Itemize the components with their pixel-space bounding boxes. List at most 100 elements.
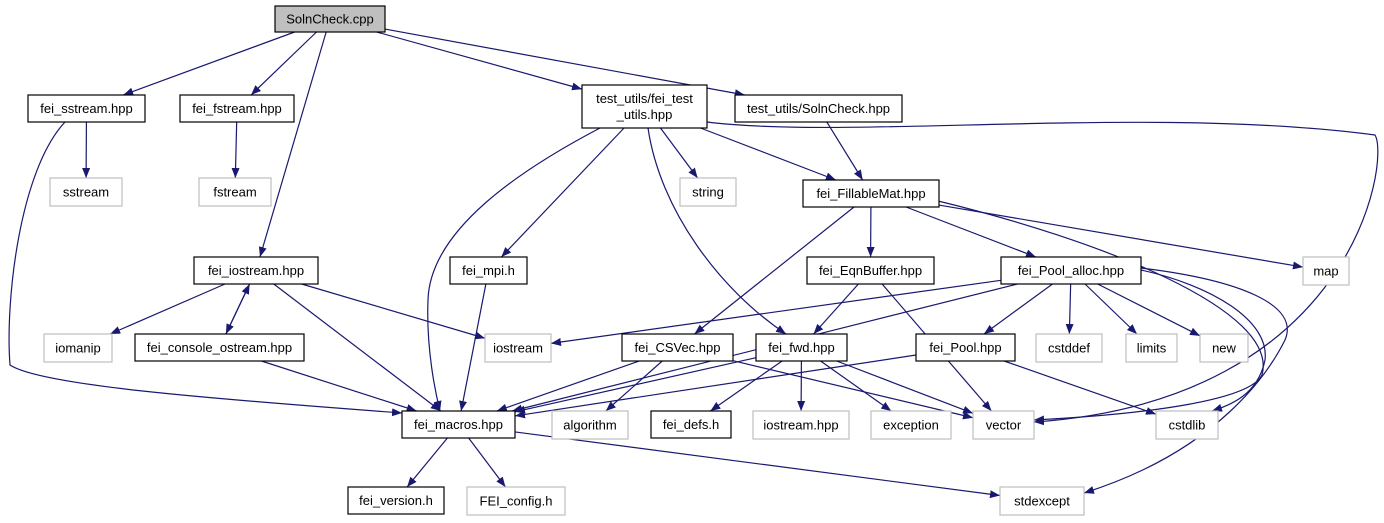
edge-pool_alloc-to-limits	[1084, 283, 1138, 335]
edge-fei_fstream-to-fstream	[231, 121, 240, 179]
node-label: stdexcept	[1014, 494, 1070, 509]
node-box	[551, 410, 629, 440]
edge-fillablemat-to-csvec	[694, 206, 855, 335]
node-box	[49, 177, 123, 207]
node-test_utils[interactable]: test_utils/fei_test_utils.hpp	[581, 84, 708, 129]
node-label: test_utils/fei_test	[596, 91, 693, 106]
node-fei_version[interactable]: fei_version.h	[347, 486, 445, 515]
node-label: new	[1212, 341, 1236, 356]
node-label: exception	[883, 418, 939, 433]
edge-csvec-to-vector	[732, 360, 974, 420]
node-label: FEI_config.h	[480, 494, 553, 509]
node-box	[679, 177, 737, 207]
node-box	[274, 5, 386, 33]
edge-fei_pool-to-fei_macros	[514, 354, 917, 419]
edge-solncheck_hpp-to-fillablemat	[826, 121, 864, 181]
node-sstream: sstream	[49, 177, 123, 207]
node-label: test_utils/SolnCheck.hpp	[747, 101, 890, 116]
edge-fei_fwd-to-fei_defs	[710, 360, 783, 412]
node-fei_config: FEI_config.h	[466, 486, 566, 516]
node-iomanip: iomanip	[43, 333, 113, 363]
edge-fei_macros-to-fei_version	[406, 437, 448, 488]
node-label: fstream	[213, 185, 256, 200]
node-label: fei_mpi.h	[462, 263, 515, 278]
node-pool_alloc[interactable]: fei_Pool_alloc.hpp	[1000, 256, 1142, 285]
node-fei_defs[interactable]: fei_defs.h	[650, 410, 732, 439]
node-limits: limits	[1125, 333, 1178, 363]
node-label: fei_EqnBuffer.hpp	[819, 263, 922, 278]
node-fstream: fstream	[198, 177, 272, 207]
node-csvec[interactable]: fei_CSVec.hpp	[621, 333, 734, 362]
edge-test_utils-to-vector	[706, 121, 1379, 426]
node-fei_fstream[interactable]: fei_fstream.hpp	[179, 94, 295, 123]
edge-test_utils-to-fillablemat	[700, 127, 837, 181]
node-fei_pool[interactable]: fei_Pool.hpp	[915, 333, 1016, 362]
edge-fillablemat-to-map	[938, 204, 1304, 270]
node-label: algorithm	[563, 418, 616, 433]
node-box	[466, 486, 566, 516]
node-fei_sstream[interactable]: fei_sstream.hpp	[27, 94, 146, 123]
node-box	[449, 256, 528, 285]
node-box	[179, 94, 295, 123]
node-label: vector	[986, 418, 1022, 433]
node-label: fei_Pool_alloc.hpp	[1018, 263, 1124, 278]
node-label: fei_fwd.hpp	[768, 340, 835, 355]
node-solncheck_cpp[interactable]: SolnCheck.cpp	[274, 5, 386, 33]
edge-test_utils-to-string	[659, 127, 699, 179]
node-label: _utils.hpp	[616, 107, 673, 122]
edge-fei_iostream-to-fei_macros	[273, 283, 442, 412]
node-solncheck_hpp[interactable]: test_utils/SolnCheck.hpp	[734, 94, 903, 123]
node-box	[755, 333, 848, 362]
edge-fei_macros-to-stdexcept	[514, 431, 1001, 499]
node-box	[1155, 410, 1219, 440]
edge-test_utils-to-fei_fwd	[647, 127, 787, 335]
node-fei_macros[interactable]: fei_macros.hpp	[401, 410, 516, 439]
node-fei_fwd[interactable]: fei_fwd.hpp	[755, 333, 848, 362]
edge-fei_macros-to-fei_config	[468, 437, 506, 488]
node-string: string	[679, 177, 737, 207]
node-fillablemat[interactable]: fei_FillableMat.hpp	[802, 179, 940, 208]
node-box	[999, 486, 1085, 516]
node-box	[915, 333, 1016, 362]
edge-pool_alloc-to-stdexcept	[1083, 267, 1288, 494]
node-label: map	[1313, 264, 1338, 279]
edges-layer	[8, 28, 1379, 499]
node-exception: exception	[870, 410, 952, 440]
edge-fei_pool-to-cstdlib	[1003, 360, 1157, 415]
node-box	[1125, 333, 1178, 363]
node-box	[1302, 256, 1350, 286]
edge-pool_alloc-to-iostream	[550, 279, 1002, 346]
node-label: iostream.hpp	[763, 418, 838, 433]
node-box	[752, 410, 850, 440]
node-cstddef: cstddef	[1035, 333, 1103, 363]
node-box	[1000, 256, 1142, 285]
node-console_ostream[interactable]: fei_console_ostream.hpp	[134, 333, 305, 362]
node-box	[198, 177, 272, 207]
node-label: fei_version.h	[359, 493, 433, 508]
node-box	[401, 410, 516, 439]
edge-solncheck_cpp-to-fei_fstream	[250, 31, 317, 96]
edge-solncheck_cpp-to-solncheck_hpp	[384, 28, 745, 98]
edge-fei_iostream-to-iomanip	[109, 283, 226, 335]
edge-console_ostream-to-fei_macros	[261, 360, 417, 412]
node-box	[734, 94, 903, 123]
node-eqnbuffer[interactable]: fei_EqnBuffer.hpp	[806, 256, 935, 285]
edge-fei_fwd-to-vector	[836, 360, 974, 414]
edge-fillablemat-to-vector	[933, 199, 1264, 424]
node-box	[870, 410, 952, 440]
node-label: SolnCheck.cpp	[286, 12, 373, 27]
node-box	[43, 333, 113, 363]
node-map: map	[1302, 256, 1350, 286]
edge-test_utils-to-fei_macros	[427, 127, 601, 412]
node-fei_mpi[interactable]: fei_mpi.h	[449, 256, 528, 285]
node-box	[972, 410, 1035, 440]
edge-csvec-to-fei_macros	[496, 360, 640, 412]
node-label: fei_iostream.hpp	[208, 263, 304, 278]
node-algorithm: algorithm	[551, 410, 629, 440]
node-label: fei_macros.hpp	[414, 417, 503, 432]
edge-test_utils-to-fei_mpi	[500, 127, 625, 258]
node-fei_iostream[interactable]: fei_iostream.hpp	[193, 256, 319, 285]
node-box	[802, 179, 940, 208]
node-iostream_hpp: iostream.hpp	[752, 410, 850, 440]
